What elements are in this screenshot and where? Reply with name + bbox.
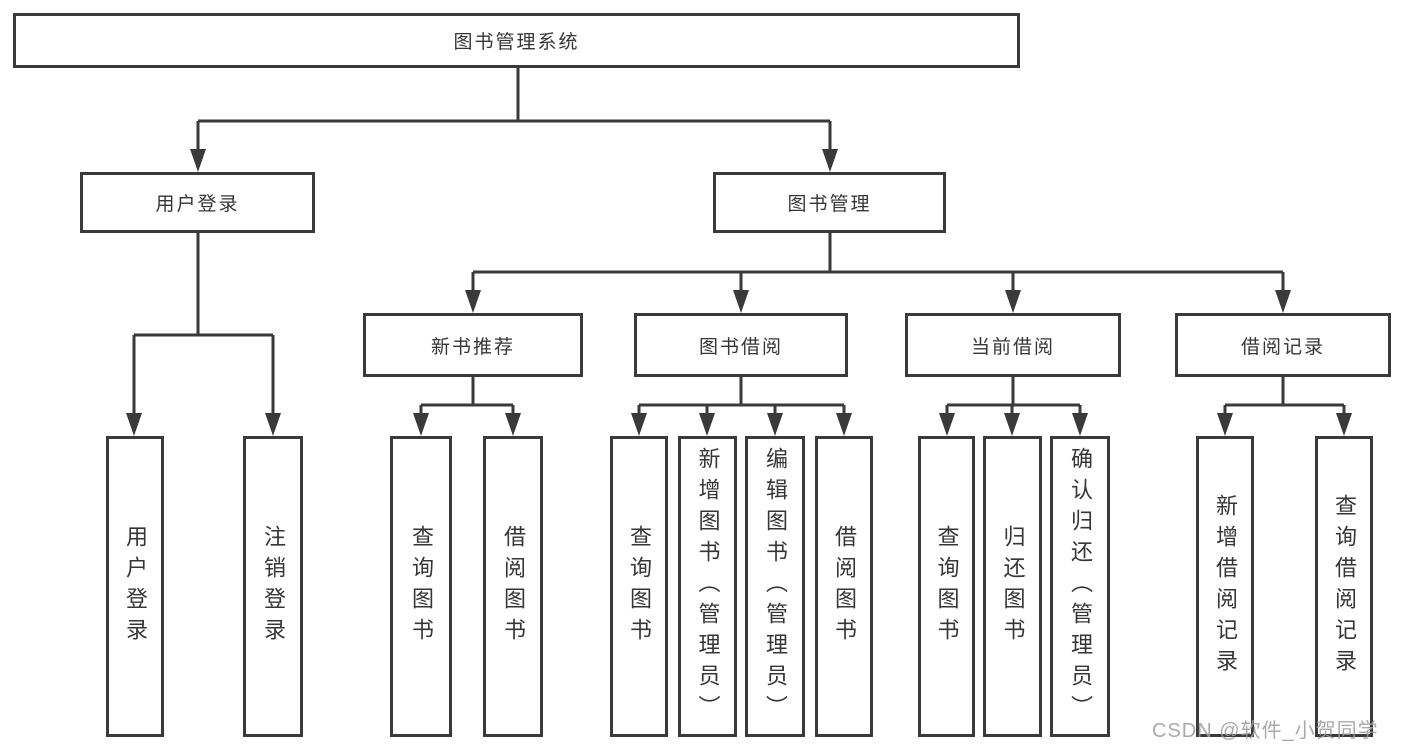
leaf-search-borrow-record: 查询借阅记录	[1315, 436, 1373, 737]
node-user-login: 用户登录	[80, 172, 315, 233]
leaf-current-search-book: 查询图书	[918, 436, 975, 737]
leaf-recommend-borrow-book: 借阅图书	[483, 436, 543, 737]
leaf-add-book-admin: 新增图书（管理员）	[678, 436, 737, 737]
node-book-management: 图书管理	[713, 172, 946, 233]
leaf-borrow-book: 借阅图书	[815, 436, 873, 737]
node-library-system: 图书管理系统	[13, 13, 1020, 68]
leaf-return-book: 归还图书	[983, 436, 1042, 737]
leaf-edit-book-admin: 编辑图书（管理员）	[745, 436, 805, 737]
leaf-user-login: 用户登录	[106, 436, 164, 737]
node-borrow-records: 借阅记录	[1175, 313, 1391, 377]
leaf-recommend-search-book: 查询图书	[390, 436, 452, 737]
leaf-confirm-return-admin: 确认归还（管理员）	[1050, 436, 1110, 737]
csdn-watermark: CSDN @软件_小贺同学	[1152, 720, 1379, 742]
leaf-borrow-search-book: 查询图书	[610, 436, 668, 737]
leaf-add-borrow-record: 新增借阅记录	[1196, 436, 1254, 737]
node-current-borrow: 当前借阅	[905, 313, 1121, 377]
node-new-book-recommend: 新书推荐	[363, 313, 583, 377]
node-book-borrow: 图书借阅	[634, 313, 848, 377]
leaf-logout: 注销登录	[243, 436, 303, 737]
